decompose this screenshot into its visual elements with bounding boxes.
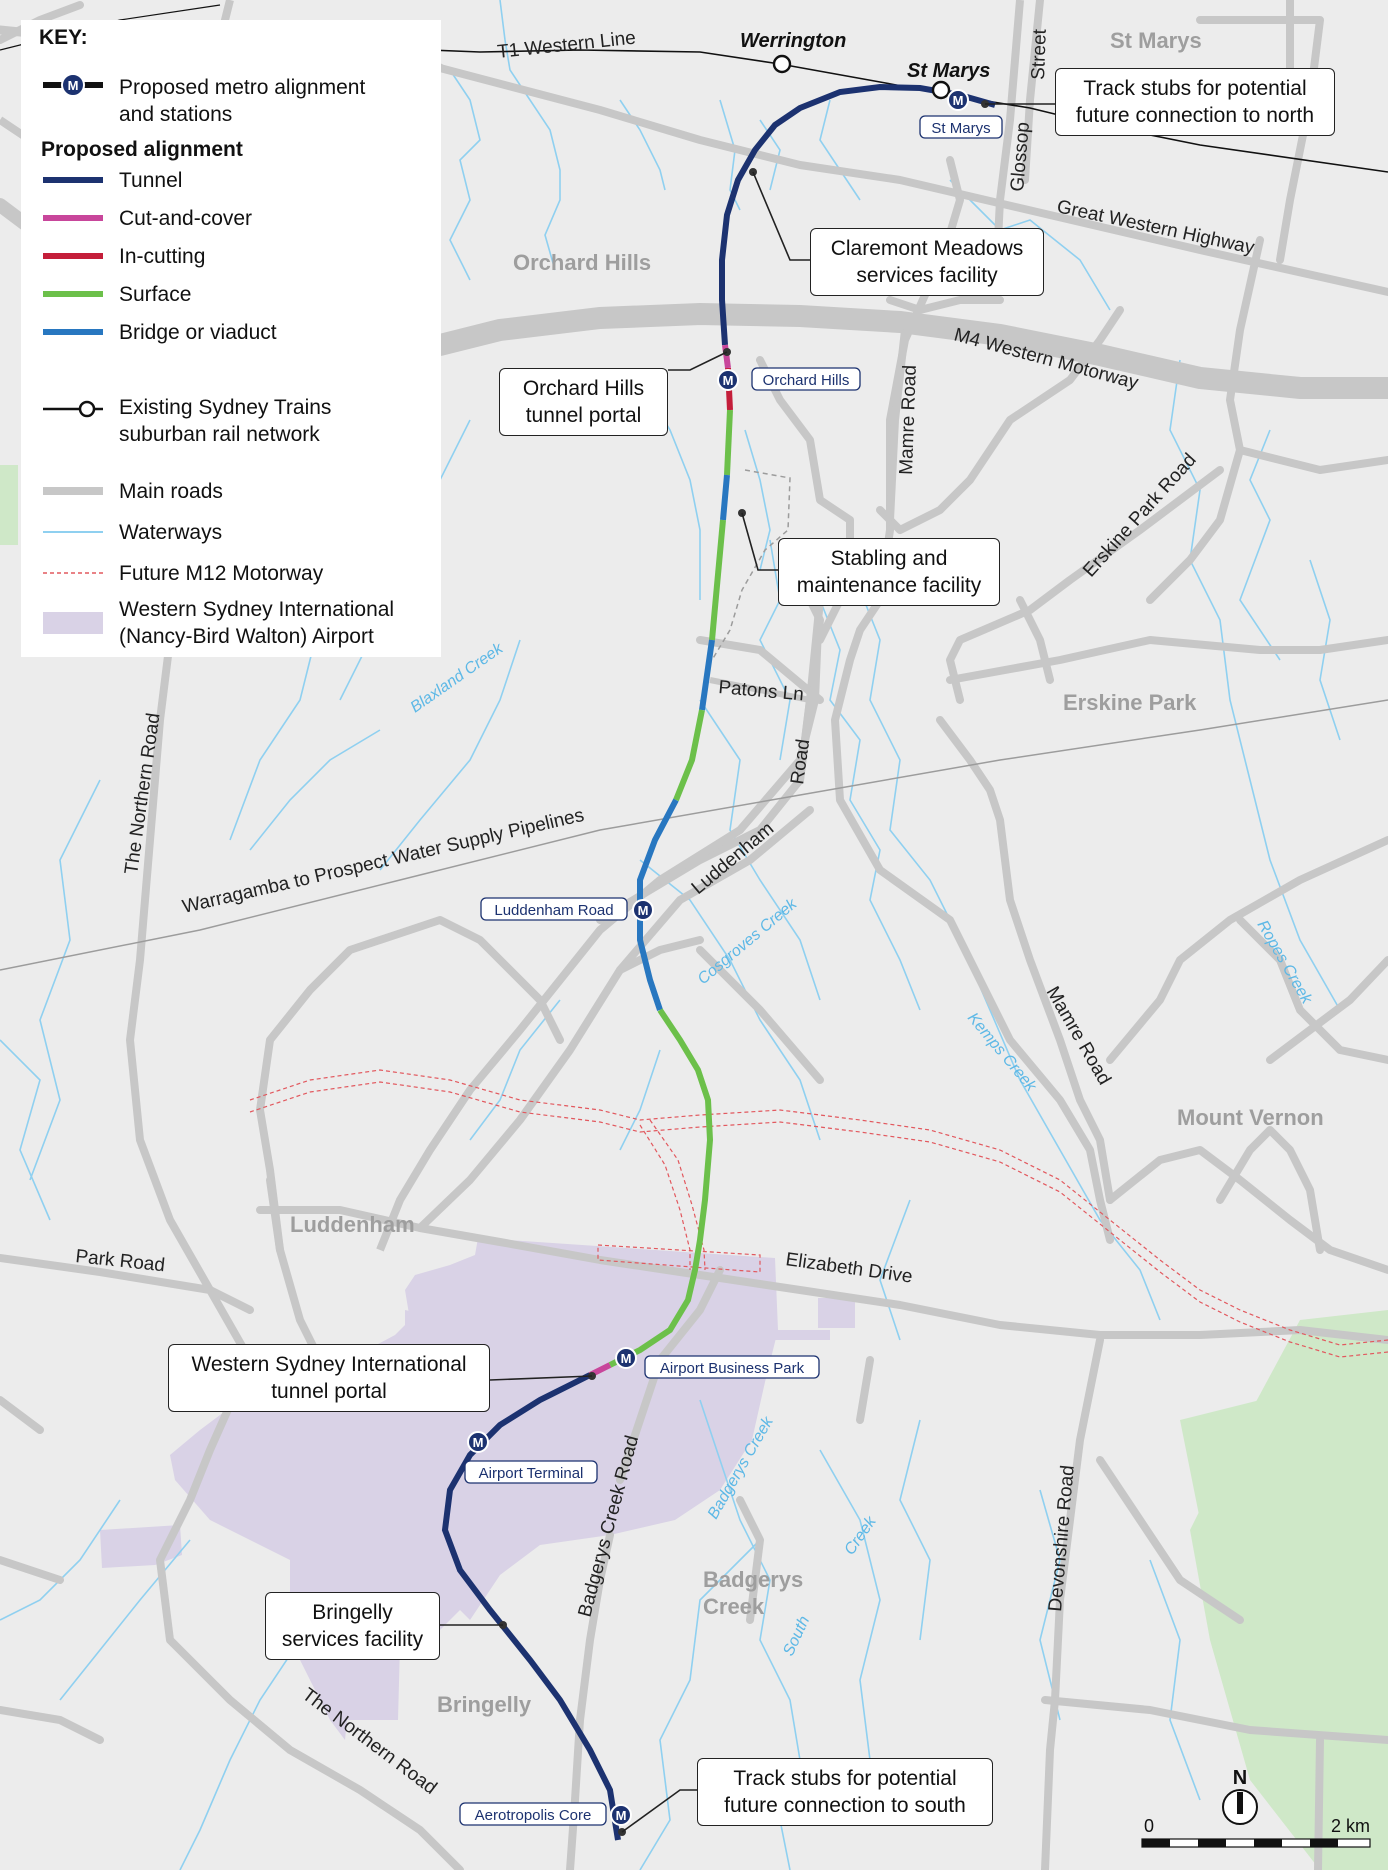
mamre-road-north xyxy=(886,329,909,521)
callout-track-stubs-north: Track stubs for potential future connect… xyxy=(1055,68,1335,136)
suburb-badgerys-creek-2: Creek xyxy=(703,1594,765,1619)
svg-text:Cosgroves Creek: Cosgroves Creek xyxy=(695,895,801,988)
callout-wsi-portal: Western Sydney International tunnel port… xyxy=(168,1344,490,1412)
legend-item-surface: Surface xyxy=(43,283,192,306)
svg-text:Airport Business Park: Airport Business Park xyxy=(660,1360,805,1377)
suburb-luddenham: Luddenham xyxy=(290,1212,415,1237)
suburb-badgerys-creek: Badgerys xyxy=(703,1567,803,1592)
suburb-orchard-hills: Orchard Hills xyxy=(513,250,651,275)
svg-text:Orchard Hills: Orchard Hills xyxy=(763,372,850,389)
legend-key-title: KEY: xyxy=(39,26,88,49)
legend-metro-label: Proposed metro alignment and stations xyxy=(119,76,366,126)
metro-station-airport-business-park: M Airport Business Park xyxy=(615,1347,820,1379)
north-arrow: N xyxy=(1222,1767,1258,1825)
callout-orchard-hills-portal: Orchard Hills tunnel portal xyxy=(499,368,668,436)
label-ghw: Great Western Highway xyxy=(1055,196,1257,259)
suburb-mount-vernon: Mount Vernon xyxy=(1177,1105,1324,1130)
legend-section-title: Proposed alignment xyxy=(41,138,243,161)
legend-existing-rail: Existing Sydney Trains suburban rail net… xyxy=(21,396,441,458)
label-mamre-road-north: Mamre Road xyxy=(896,365,921,475)
svg-text:St Marys: St Marys xyxy=(931,120,990,137)
legend-waterways: Waterways xyxy=(43,521,223,544)
svg-text:Airport Terminal: Airport Terminal xyxy=(479,1465,584,1482)
existing-stations xyxy=(772,54,951,100)
existing-rail-icon xyxy=(43,400,103,418)
suburb-st-marys: St Marys xyxy=(1110,28,1202,53)
label-werrington: Werrington xyxy=(740,30,846,52)
metro-stations: M St Marys M Orchard Hills M Luddenham R… xyxy=(459,89,1003,1826)
legend-metro-row: M Proposed metro alignment and stations xyxy=(21,58,441,126)
metro-station-st-marys: M St Marys xyxy=(919,89,1003,139)
suburb-erskine-park: Erskine Park xyxy=(1063,690,1197,715)
legend-airport: Western Sydney International (Nancy-Bird… xyxy=(21,598,441,658)
label-northern-road-north: The Northern Road xyxy=(121,712,164,876)
svg-text:M: M xyxy=(638,903,649,918)
label-devonshire: Devonshire Road xyxy=(1045,1464,1079,1612)
svg-text:Luddenham Road: Luddenham Road xyxy=(494,902,613,919)
metro-station-aerotropolis-core: M Aerotropolis Core xyxy=(459,1802,632,1826)
warragamba-pipeline xyxy=(0,699,1388,971)
m12-motorway xyxy=(249,1069,1388,1358)
svg-text:M: M xyxy=(68,78,79,93)
label-elizabeth: Elizabeth Drive xyxy=(784,1249,913,1288)
suburb-labels: St Marys Orchard Hills Erskine Park Moun… xyxy=(290,28,1324,1717)
metro-alignment xyxy=(441,83,996,1841)
svg-text:M: M xyxy=(473,1435,484,1450)
metro-station-orchard-hills: M Orchard Hills xyxy=(717,367,861,391)
parkland xyxy=(0,465,1388,1870)
m4-motorway xyxy=(429,302,1388,399)
label-mamre-road-south: Mamre Road xyxy=(1042,983,1115,1089)
callout-bringelly-facility: Bringelly services facility xyxy=(265,1592,440,1660)
stabling-outline xyxy=(711,469,791,661)
callout-claremont-meadows: Claremont Meadows services facility xyxy=(810,228,1044,296)
metro-station-airport-terminal: M Airport Terminal xyxy=(464,1431,598,1484)
legend-item-bridge: Bridge or viaduct xyxy=(43,321,277,344)
svg-text:M: M xyxy=(723,373,734,388)
svg-text:M: M xyxy=(616,1808,627,1823)
legend: KEY: M Proposed metro alignment and stat… xyxy=(21,20,441,657)
legend-item-cut-and-cover: Cut-and-cover xyxy=(43,207,253,230)
scale-end: 2 km xyxy=(1331,1816,1370,1836)
svg-text:Aerotropolis Core: Aerotropolis Core xyxy=(475,1807,592,1824)
label-road: Road xyxy=(787,738,814,786)
st-marys-existing-station xyxy=(931,80,951,100)
label-t1: T1 Western Line xyxy=(496,28,636,63)
metro-station-luddenham-road: M Luddenham Road xyxy=(480,897,654,921)
patons-lane xyxy=(709,677,811,703)
scale-start: 0 xyxy=(1144,1816,1154,1836)
waterways xyxy=(0,0,1341,1870)
label-st-marys-station: St Marys xyxy=(907,60,990,82)
callout-track-stubs-south: Track stubs for potential future connect… xyxy=(697,1758,993,1826)
metro-symbol-icon: M xyxy=(43,73,103,97)
legend-item-tunnel: Tunnel xyxy=(43,169,183,192)
scale-bar: 0 2 km xyxy=(1141,1816,1371,1848)
legend-m12: Future M12 Motorway xyxy=(43,562,324,585)
suburb-bringelly: Bringelly xyxy=(437,1692,532,1717)
svg-text:M: M xyxy=(953,93,964,108)
label-erskine-park-road: Erskine Park Road xyxy=(1079,450,1201,582)
svg-text:N: N xyxy=(1233,1767,1247,1789)
svg-text:M: M xyxy=(621,1351,632,1366)
callout-stabling-facility: Stabling and maintenance facility xyxy=(778,538,1000,606)
label-street: Street xyxy=(1028,28,1051,80)
luddenham-road xyxy=(376,579,824,1252)
werrington-station xyxy=(772,54,792,74)
svg-text:Creek: Creek xyxy=(841,1513,880,1559)
legend-item-in-cutting: In-cutting xyxy=(43,245,206,268)
svg-text:South: South xyxy=(780,1614,813,1659)
callout-leaders xyxy=(440,103,1055,1833)
svg-text:Ropes Creek: Ropes Creek xyxy=(1254,918,1316,1008)
legend-main-roads: Main roads xyxy=(43,480,223,503)
airport-area xyxy=(100,1238,855,1740)
